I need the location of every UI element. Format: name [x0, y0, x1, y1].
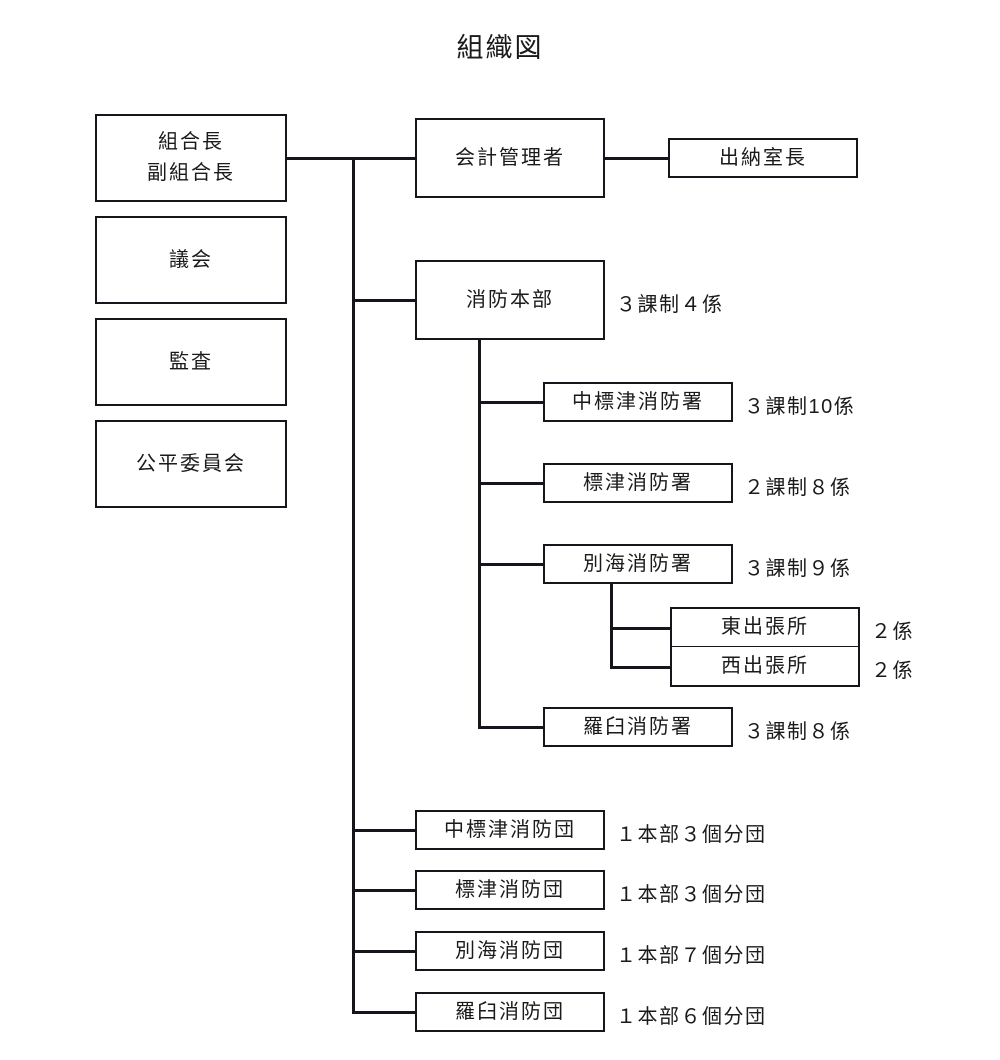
node-rausu-brigade[interactable]: 羅臼消防団: [415, 992, 605, 1032]
annotation-fire-hq: ３課制４係: [616, 294, 724, 316]
node-head-line1: 組合長: [158, 131, 224, 153]
connector-trunk-to-shibetsu-brigade: [352, 889, 417, 892]
node-west-branch-label: 西出張所: [721, 654, 809, 677]
connector-stem-to-east-branch: [610, 627, 672, 630]
connector-trunk-to-betsukai-brigade: [352, 950, 417, 953]
annotation-nakashibetsu-station: ３課制10係: [744, 396, 856, 418]
page-title: 組織図: [456, 33, 544, 63]
node-rausu-station[interactable]: 羅臼消防署: [543, 707, 733, 747]
node-shibetsu-brigade-label: 標津消防団: [455, 878, 565, 901]
annotation-east-branch: ２係: [871, 621, 914, 643]
node-betsukai-station[interactable]: 別海消防署: [543, 544, 733, 584]
node-cashier-office-chief[interactable]: 出納室長: [668, 138, 858, 178]
node-betsukai-brigade-label: 別海消防団: [455, 939, 565, 962]
annotation-shibetsu-station: ２課制８係: [744, 477, 852, 499]
connector-trunk-to-accounting-manager: [352, 157, 417, 160]
annotation-rausu-station: ３課制８係: [744, 721, 852, 743]
connector-substem-to-rausu-station: [478, 726, 545, 729]
connector-accounting-manager-to-cashier: [603, 157, 670, 160]
connector-trunk-to-fire-hq: [352, 299, 417, 302]
node-accounting-manager-label: 会計管理者: [455, 146, 565, 169]
connector-trunk-to-nakashibetsu-brigade: [352, 829, 417, 832]
connector-substem-to-nakashibetsu-station: [478, 401, 545, 404]
node-shibetsu-station[interactable]: 標津消防署: [543, 463, 733, 503]
node-accounting-manager[interactable]: 会計管理者: [415, 118, 605, 198]
connector-substem-to-betsukai-station: [478, 563, 545, 566]
node-nakashibetsu-station[interactable]: 中標津消防署: [543, 382, 733, 422]
annotation-shibetsu-brigade: １本部３個分団: [616, 884, 767, 906]
connector-stem-to-west-branch: [610, 666, 672, 669]
node-nakashibetsu-station-label: 中標津消防署: [572, 390, 704, 413]
node-betsukai-brigade[interactable]: 別海消防団: [415, 931, 605, 971]
connector-main-trunk: [352, 157, 355, 1014]
node-shibetsu-station-label: 標津消防署: [583, 471, 693, 494]
node-west-branch[interactable]: 西出張所: [670, 646, 860, 687]
node-audit-label: 監査: [169, 350, 213, 373]
connector-betsukai-branch-stem: [610, 582, 613, 667]
node-betsukai-station-label: 別海消防署: [583, 552, 693, 575]
annotation-nakashibetsu-brigade: １本部３個分団: [616, 824, 767, 846]
connector-fire-hq-substem: [478, 338, 481, 727]
node-east-branch-label: 東出張所: [721, 616, 809, 638]
node-head-line2: 副組合長: [147, 162, 235, 184]
node-east-branch[interactable]: 東出張所: [670, 607, 860, 648]
annotation-rausu-brigade: １本部６個分団: [616, 1006, 767, 1028]
node-assembly-label: 議会: [169, 248, 213, 271]
node-audit[interactable]: 監査: [95, 318, 287, 406]
node-shibetsu-brigade[interactable]: 標津消防団: [415, 870, 605, 910]
node-cashier-office-chief-label: 出納室長: [719, 146, 807, 169]
node-fair-committee-label: 公平委員会: [136, 452, 246, 475]
connector-trunk-to-rausu-brigade: [352, 1011, 417, 1014]
node-assembly[interactable]: 議会: [95, 216, 287, 304]
node-fire-hq-label: 消防本部: [466, 288, 554, 311]
node-nakashibetsu-brigade[interactable]: 中標津消防団: [415, 810, 605, 850]
annotation-betsukai-brigade: １本部７個分団: [616, 945, 767, 967]
node-nakashibetsu-brigade-label: 中標津消防団: [444, 818, 576, 841]
node-head[interactable]: 組合長 副組合長: [95, 114, 287, 202]
connector-head-to-trunk: [287, 157, 355, 160]
node-fire-hq[interactable]: 消防本部: [415, 260, 605, 340]
node-rausu-station-label: 羅臼消防署: [583, 715, 693, 738]
node-fair-committee[interactable]: 公平委員会: [95, 420, 287, 508]
connector-substem-to-shibetsu-station: [478, 482, 545, 485]
node-rausu-brigade-label: 羅臼消防団: [455, 1000, 565, 1023]
annotation-betsukai-station: ３課制９係: [744, 558, 852, 580]
annotation-west-branch: ２係: [871, 660, 914, 682]
